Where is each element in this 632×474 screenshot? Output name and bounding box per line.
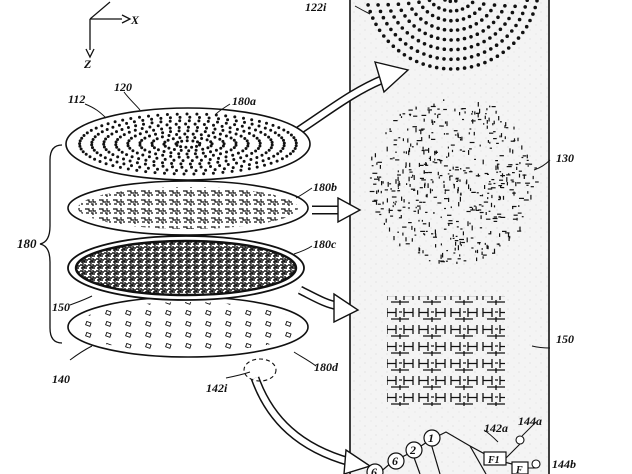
layer-stack <box>66 108 310 381</box>
axes-indicator: X Z <box>83 2 140 71</box>
svg-text:6: 6 <box>371 465 377 474</box>
label-150-stack: 150 <box>52 300 70 314</box>
circuit-terminal <box>516 436 524 444</box>
layer-180c <box>68 236 304 300</box>
label-140: 140 <box>52 372 70 386</box>
layer-180d <box>68 297 308 381</box>
x-axis-label: X <box>130 13 140 27</box>
svg-text:F: F <box>515 465 523 474</box>
svg-text:1: 1 <box>428 431 434 445</box>
layer-180a <box>66 108 310 180</box>
layer-180b <box>68 181 308 235</box>
label-144b: 144b <box>552 457 576 471</box>
label-180c: 180c <box>313 237 337 251</box>
label-122i: 122i <box>305 0 327 14</box>
z-axis-label: Z <box>83 57 92 71</box>
label-142i: 142i <box>206 381 228 395</box>
label-130: 130 <box>556 151 574 165</box>
label-180: 180 <box>17 236 37 251</box>
arrow-to-circuit <box>255 378 350 462</box>
label-112: 112 <box>68 92 85 106</box>
label-142a: 142a <box>484 421 508 435</box>
svg-text:2: 2 <box>409 443 416 457</box>
label-144a: 144a <box>518 414 542 428</box>
label-150-panel: 150 <box>556 332 574 346</box>
svg-text:6: 6 <box>392 454 398 468</box>
panel-fractal-pattern <box>387 296 505 406</box>
label-180d: 180d <box>314 360 339 374</box>
inset-circle-142i <box>244 359 276 381</box>
label-120: 120 <box>114 80 132 94</box>
svg-text:F1: F1 <box>487 455 500 466</box>
label-180a: 180a <box>232 94 256 108</box>
circuit-terminal <box>532 460 540 468</box>
label-180b: 180b <box>313 180 337 194</box>
